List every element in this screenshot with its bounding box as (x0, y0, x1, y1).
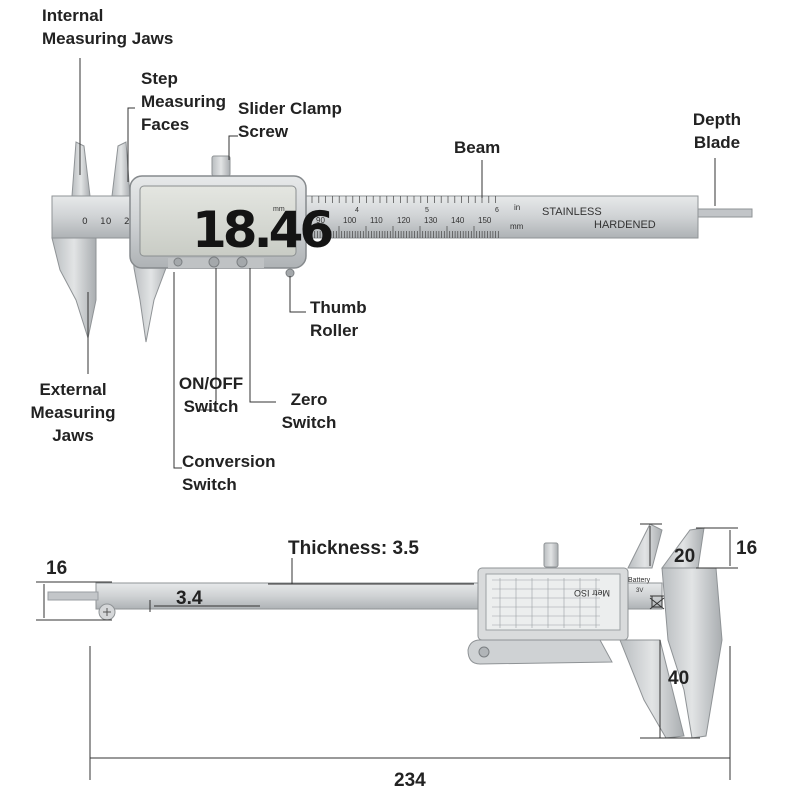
mm-tick-label: 110 (370, 216, 383, 225)
scale-unit-in: in (514, 203, 520, 212)
mm-tick-label: 140 (451, 216, 465, 225)
svg-text:2: 2 (124, 217, 130, 227)
on-off-button (208, 256, 220, 268)
bottom-caliper: Metr ISO Battery 3V (47, 523, 723, 739)
label-conversion: Conversion Switch (182, 452, 276, 494)
internal-jaw-moving (111, 141, 131, 197)
label-slider-clamp: Slider Clamp Screw (238, 99, 342, 141)
dim-total-length: 234 (394, 770, 426, 791)
conversion-button (173, 257, 183, 267)
label-beam: Beam (454, 138, 501, 157)
display-buttons (168, 256, 264, 268)
svg-text:0: 0 (82, 217, 88, 227)
side-upper-jaw (627, 523, 663, 569)
dim-height-left: 16 (46, 558, 68, 579)
thumb-roller (285, 268, 295, 278)
side-label-grid (492, 578, 600, 628)
leader-lines-top (79, 58, 716, 469)
side-thumb-grip (467, 639, 613, 665)
label-step-faces: Step Measuring Faces (141, 69, 227, 134)
label-zero: Zero Switch (281, 390, 337, 432)
label-on-off: ON/OFF Switch (178, 374, 244, 416)
slider-clamp-screw (211, 155, 231, 177)
label-thumb-roller: Thumb Roller (310, 298, 367, 340)
side-depth-rod (47, 591, 99, 601)
dim-jaw-top-a: 20 (674, 546, 696, 567)
beam-scale: 90 100 110 120 130 140 150 4 5 6 (311, 196, 499, 238)
beam-text-hardened: HARDENED (594, 219, 656, 231)
back-voltage: 3V (636, 588, 643, 594)
mm-tick-label: 90 (316, 216, 325, 225)
waste-bin-icon (649, 595, 665, 610)
mm-tick-label: 130 (424, 216, 438, 225)
dim-thickness-label: Thickness: (288, 538, 388, 559)
label-depth-blade: Depth Blade (692, 110, 742, 152)
dim-beam-thickness: 3.4 (176, 588, 203, 609)
lcd-unit: mm (273, 206, 285, 213)
dim-thickness: Thickness: 3.5 (288, 538, 419, 560)
depth-blade (697, 208, 753, 218)
mm-tick-label: 150 (478, 216, 492, 225)
inch-tick-label: 4 (355, 207, 359, 214)
mm-tick-label: 100 (343, 216, 357, 225)
back-brand: Metr ISO (574, 588, 610, 598)
dim-jaw-top-b: 16 (736, 538, 758, 559)
side-clamp-screw (543, 542, 559, 568)
label-external-jaws: External Measuring Jaws (30, 380, 116, 445)
svg-text:10: 10 (100, 217, 112, 227)
zero-button (236, 256, 248, 268)
side-label-panel (485, 573, 621, 631)
lcd-window (139, 185, 297, 257)
scale-unit-mm: mm (510, 222, 524, 231)
dimension-lines (36, 523, 738, 780)
jaw-scale: 0 10 2 (82, 217, 130, 227)
beam-text-stainless: STAINLESS (542, 206, 602, 218)
external-jaw-fixed (51, 237, 97, 340)
dim-jaw-length: 40 (668, 668, 690, 689)
back-battery: Battery (628, 577, 651, 584)
dim-thickness-value: 3.5 (392, 538, 419, 559)
side-lower-jaw (619, 639, 685, 739)
lcd-reading: 18.46 (192, 201, 332, 259)
label-internal-jaws: Internal Measuring Jaws (42, 6, 174, 48)
inch-tick-label: 5 (425, 207, 429, 214)
internal-jaw-fixed (71, 141, 91, 197)
inch-tick-label: 6 (495, 207, 499, 214)
mm-tick-label: 120 (397, 216, 411, 225)
